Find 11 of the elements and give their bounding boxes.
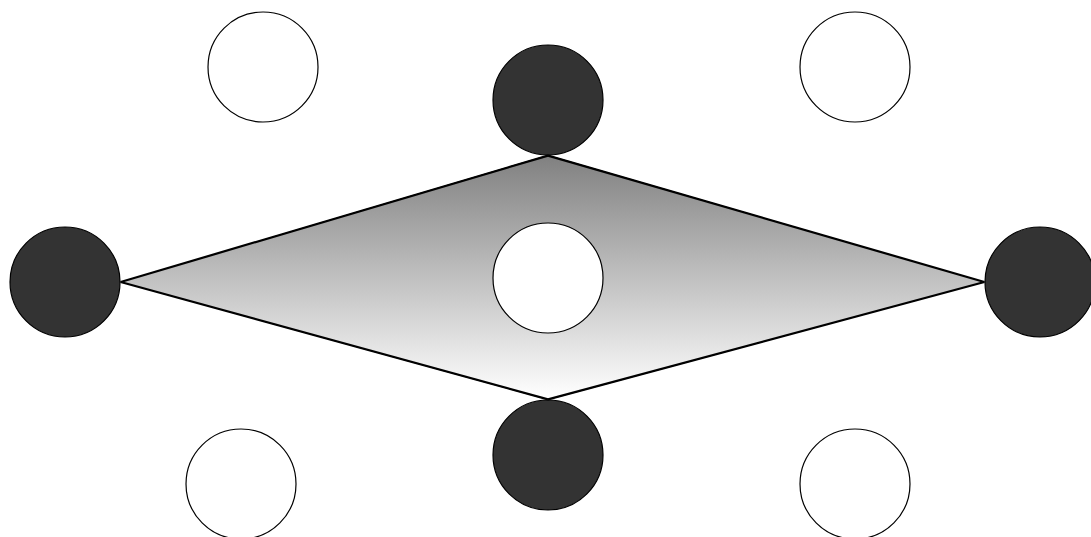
line xyxy=(120,280,549,401)
filled-circle xyxy=(492,399,604,511)
open-circle xyxy=(207,11,319,123)
line xyxy=(120,154,549,284)
filled-circle xyxy=(9,226,121,338)
filled-circle xyxy=(984,226,1091,338)
line xyxy=(547,280,985,401)
filled-circle xyxy=(492,44,604,156)
open-circle xyxy=(492,222,604,334)
open-circle xyxy=(799,11,911,123)
line xyxy=(547,154,985,284)
